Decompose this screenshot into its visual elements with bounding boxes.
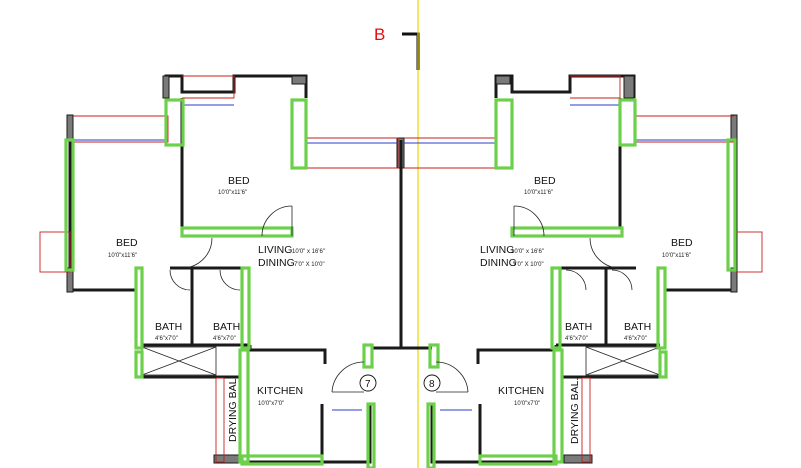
left-bed1-wall (180, 98, 292, 230)
right-shaft-x2 (585, 346, 661, 376)
right-bath2-label: BATH (624, 321, 651, 333)
left-frame-3 (290, 98, 308, 170)
right-frame-2 (618, 98, 637, 147)
left-window-living (306, 137, 399, 169)
right-frame-1 (726, 138, 737, 272)
right-kitchen-hatch (563, 454, 593, 464)
left-wall-hatch-4 (291, 75, 307, 85)
left-frame-10 (362, 343, 374, 369)
right-frame-5 (550, 266, 562, 350)
right-bed1-dim: 10'0"x11'6" (524, 190, 553, 196)
right-frame-10 (428, 343, 440, 369)
left-bed2-wall (68, 115, 136, 292)
left-living-dim: 10'0" x 16'6" (292, 249, 325, 255)
right-frame-7 (658, 350, 668, 379)
right-kitchen-label: KITCHEN (498, 385, 544, 397)
left-door-swing-bath1 (169, 269, 191, 291)
left-wall-hatch-1 (66, 114, 74, 140)
left-bath2-label: BATH (213, 321, 240, 333)
right-frame-4 (510, 226, 624, 238)
left-drying-label: DRYING BAL. (227, 376, 239, 442)
left-dining-dim: 7'0" X 10'0" (294, 262, 325, 268)
right-unit: 8 BED 10'0"x11'6" BED 10'0"x11'6" LIVING… (404, 74, 763, 468)
right-drying-rail (581, 377, 591, 463)
left-bay-window (39, 231, 71, 273)
right-frame-8 (552, 348, 564, 464)
left-wall-hatch-3 (162, 75, 170, 99)
right-window-top (570, 75, 621, 99)
left-unit-number-circle (359, 374, 377, 392)
left-window-bed2-top (73, 115, 169, 143)
left-bed2-label: BED (116, 237, 138, 249)
left-frame-8 (238, 348, 250, 464)
right-bath1-dim: 4'6"x7'0" (565, 336, 588, 342)
left-kitchen-label: KITCHEN (257, 385, 303, 397)
left-drying-rail (215, 377, 225, 463)
left-kitchen-dim: 10'0"x7'0" (258, 401, 284, 407)
left-bath2-dim: 4'6"x7'0" (213, 336, 236, 342)
left-door-swing-bed2 (181, 237, 213, 269)
right-wall-hatch-1 (730, 114, 738, 140)
left-unit-outer-wall (164, 74, 308, 98)
section-marker-label: B (374, 25, 385, 44)
right-bay-window (735, 231, 763, 273)
right-bath1-label: BATH (565, 321, 592, 333)
right-unit-number: 8 (429, 379, 435, 390)
right-drying-label: DRYING BAL. (569, 378, 581, 444)
right-bed1-wall (512, 98, 622, 230)
right-bed2-wall (664, 115, 738, 292)
right-frame-6 (656, 266, 667, 350)
left-frame-1 (64, 138, 75, 272)
right-frame-9 (478, 454, 558, 466)
left-bath1-dim: 4'6"x7'0" (155, 336, 178, 342)
right-bed2-dim: 10'0"x11'6" (662, 253, 691, 259)
right-kitchen-dim: 10'0"x7'0" (514, 401, 540, 407)
left-kitchen-lower-wall (320, 404, 372, 464)
right-frame-11 (426, 402, 436, 468)
right-frame-3 (494, 98, 514, 170)
left-unit: 7 BED 10'0"x11'6" BED 10'0"x11'6" LIVING… (39, 74, 432, 468)
left-dining-label: DINING (258, 257, 295, 269)
left-unit-number: 7 (365, 379, 371, 390)
right-unit-number-circle (423, 374, 441, 392)
right-door-swing-bath1 (565, 269, 587, 291)
right-living-dim: 10'0" x 16'6" (511, 249, 544, 255)
left-kitchen-wall (248, 345, 327, 364)
right-kitchen-wall (476, 345, 558, 364)
right-wall-hatch-3 (495, 75, 511, 85)
right-door-swing-bed2 (589, 237, 621, 269)
left-frame-5 (134, 266, 144, 350)
right-living-label: LIVING (480, 244, 514, 256)
right-bed1-label: BED (534, 175, 556, 187)
left-bed2-dim: 10'0"x11'6" (108, 253, 137, 259)
left-bed1-dim: 10'0"x11'6" (218, 190, 247, 196)
right-door-swing-bath2 (611, 269, 633, 291)
left-door-swing-bath2 (219, 269, 241, 291)
right-window-bed2-top (635, 115, 734, 143)
left-bath1-label: BATH (155, 321, 182, 333)
left-living-label: LIVING (258, 244, 292, 256)
left-shaft-x2 (141, 346, 217, 376)
left-frame-6 (240, 266, 251, 350)
left-window-top (182, 75, 235, 99)
right-bath2-dim: 4'6"x7'0" (624, 336, 647, 342)
left-frame-4 (180, 226, 294, 238)
right-door-swing-bed1 (513, 205, 545, 237)
left-frame-9 (240, 454, 324, 466)
section-marker-arrow (402, 32, 420, 70)
left-door-swing-entry (331, 361, 365, 393)
left-door-swing-bed1 (261, 205, 293, 237)
left-frame-2 (164, 98, 185, 147)
left-bed1-label: BED (228, 175, 250, 187)
right-wall-hatch-4 (623, 75, 635, 99)
right-door-swing-entry (435, 361, 469, 393)
left-frame-7 (134, 350, 144, 379)
right-kitchen-lower-wall (430, 404, 482, 464)
right-unit-outer-wall (494, 74, 636, 98)
left-frame-11 (366, 402, 376, 468)
right-dining-label: DINING (480, 257, 517, 269)
right-bed2-label: BED (671, 237, 693, 249)
right-dining-dim: 7'0" X 10'0" (513, 262, 544, 268)
